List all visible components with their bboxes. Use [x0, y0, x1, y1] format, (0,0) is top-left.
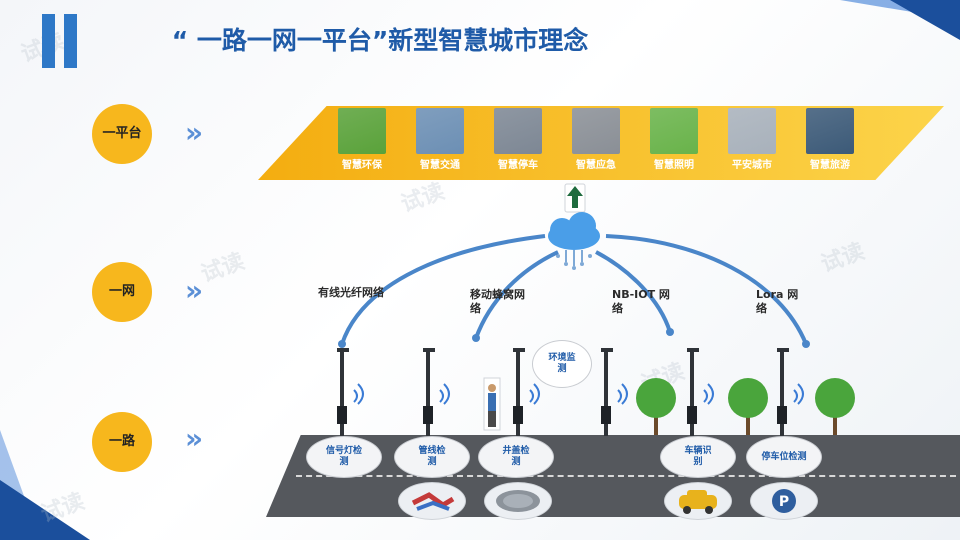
level-network-label: 一网 [108, 284, 135, 299]
platform-item: 智慧交通 [408, 108, 472, 174]
network-endpoint [338, 340, 346, 348]
wifi-signal-icon [353, 383, 364, 405]
upload-arrow-icon [564, 183, 586, 213]
environment-monitor-bubble: 环境监测 [532, 340, 592, 388]
parking-icon: P [772, 489, 796, 513]
platform-item-image [494, 108, 542, 154]
platform-item-label: 智慧应急 [576, 160, 616, 171]
cloud-icon [548, 212, 600, 270]
svg-text:P: P [779, 494, 789, 510]
road-sensor-parking: 停车位检测 [746, 436, 822, 478]
road-sensor-vehicle: 车辆识别 [660, 436, 736, 478]
platform-item: 平安城市 [720, 108, 784, 174]
wifi-signal-icon [439, 383, 450, 405]
network-label-fiber: 有线光纤网络 [318, 286, 384, 299]
platform-item-image [806, 108, 854, 154]
wifi-signal-icon [703, 383, 714, 405]
network-endpoint [472, 334, 480, 342]
street-lamp-icon [687, 348, 714, 436]
street-lamp-icon [513, 348, 540, 436]
road-sensor-pipeline: 管线检测 [394, 436, 470, 478]
network-arc-nbiot [595, 250, 672, 333]
manhole-image [484, 482, 552, 520]
tree-icon [728, 378, 768, 436]
platform-item-image [572, 108, 620, 154]
wifi-signal-icon [529, 383, 540, 405]
level-road-label: 一路 [108, 434, 135, 449]
manhole-icon [496, 490, 540, 512]
tree-icon [636, 378, 676, 436]
road-sensor-manhole: 井盖检测 [478, 436, 554, 478]
platform-item-image [416, 108, 464, 154]
road-sensor-label: 车辆识别 [684, 446, 712, 467]
road-sensor-label: 井盖检测 [502, 446, 530, 467]
platform-item-label: 智慧环保 [342, 160, 382, 171]
vehicle-image [664, 482, 732, 520]
page-title: “ 一路一网一平台”新型智慧城市理念 [171, 26, 589, 55]
platform-item: 智慧旅游 [798, 108, 862, 174]
platform-item-image [728, 108, 776, 154]
wifi-signal-icon [793, 383, 804, 405]
platform-item-image [338, 108, 386, 154]
pipe-icon [411, 492, 455, 511]
title-accent-bar [64, 14, 77, 68]
network-arc-cellular [474, 250, 559, 339]
road-sensor-label: 管线检测 [418, 446, 446, 467]
person-icon [483, 377, 501, 431]
platform-item-label: 智慧交通 [420, 160, 460, 171]
parking-image: P [750, 482, 818, 520]
network-endpoint [802, 340, 810, 348]
road-sensor-label: 信号灯检测 [325, 446, 362, 467]
car-icon [679, 490, 717, 514]
network-arc-fiber [340, 234, 546, 345]
environment-monitor-label: 环境监测 [548, 353, 576, 374]
platform-item-label: 智慧停车 [498, 160, 538, 171]
network-endpoint [666, 328, 674, 336]
street-lamp-icon [601, 348, 628, 436]
wifi-signal-icon [617, 383, 628, 405]
level-network-badge: 一网 [92, 262, 152, 322]
platform-item: 智慧停车 [486, 108, 550, 174]
tree-icon [815, 378, 855, 436]
street-lamp-icon [423, 348, 450, 436]
platform-item-label: 平安城市 [732, 160, 772, 171]
network-arc-lora [605, 234, 808, 345]
street-lamp-icon [337, 348, 364, 436]
platform-item: 智慧环保 [330, 108, 394, 174]
network-label-cellular: 移动蜂窝网络 [470, 288, 525, 315]
platform-item: 智慧照明 [642, 108, 706, 174]
platform-item-label: 智慧照明 [654, 160, 694, 171]
road-sensor-label: 停车位检测 [761, 451, 807, 462]
pipeline-image [398, 482, 466, 520]
level-platform-label: 一平台 [102, 126, 142, 141]
network-label-nbiot: NB-IOT 网络 [612, 288, 670, 315]
platform-item: 智慧应急 [564, 108, 628, 174]
level-platform-badge: 一平台 [92, 104, 152, 164]
level-road-badge: 一路 [92, 412, 152, 472]
lane-marking [296, 475, 956, 477]
corner-decoration-bottom [0, 480, 90, 540]
network-label-lora: Lora 网络 [756, 288, 799, 315]
title-accent-bar [42, 14, 55, 68]
road-sensor-signal-light: 信号灯检测 [306, 436, 382, 478]
platform-item-image [650, 108, 698, 154]
corner-decoration-top [890, 0, 960, 40]
street-lamp-icon [777, 348, 804, 436]
platform-item-label: 智慧旅游 [810, 160, 850, 171]
